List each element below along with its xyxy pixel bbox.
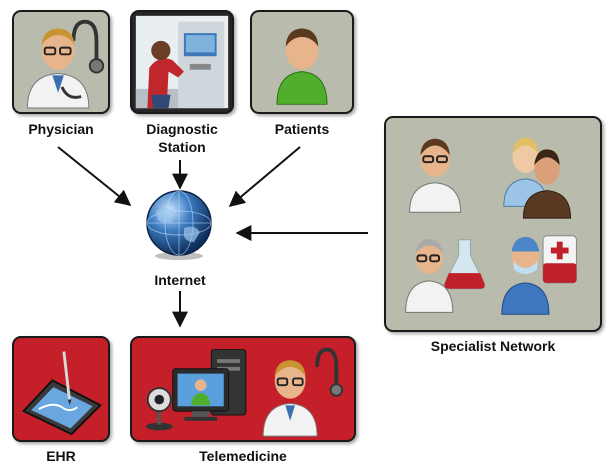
telemedicine-tile xyxy=(130,336,356,442)
arrow-patients-to-internet xyxy=(228,146,301,208)
computer-icon xyxy=(172,349,247,421)
ehr-label: EHR xyxy=(46,448,76,464)
patients-label: Patients xyxy=(274,121,330,137)
tablet-stylus-icon xyxy=(21,351,102,436)
webcam-icon xyxy=(145,387,173,431)
specialists-icon-grid xyxy=(405,137,577,315)
user-group-icon xyxy=(503,137,572,219)
internet-label: Internet xyxy=(154,272,206,288)
doctor-with-stethoscope-icon xyxy=(262,347,344,437)
physician-tile xyxy=(12,10,110,114)
specialist-network-label: Specialist Network xyxy=(430,338,556,354)
physician-label: Physician xyxy=(28,121,94,137)
internet-node xyxy=(142,188,216,262)
telemedicine-label: Telemedicine xyxy=(199,448,287,464)
patients-tile xyxy=(250,10,354,114)
person-at-kiosk-photo xyxy=(135,15,229,109)
ehr-tile xyxy=(12,336,110,442)
specialist-network-tile xyxy=(384,116,602,332)
diagnostic-station-label-line2: Station xyxy=(158,139,206,155)
physician-icon xyxy=(26,19,105,109)
lab-doctor-flask-icon xyxy=(405,238,486,313)
surgeon-blood-bag-icon xyxy=(501,235,577,315)
doctor-icon xyxy=(409,138,462,213)
globe-icon xyxy=(146,190,212,260)
webcam-computer-doctor-icon xyxy=(145,347,344,437)
diagnostic-station-tile xyxy=(130,10,234,114)
arrow-physician-to-internet xyxy=(57,146,132,207)
diagnostic-station-label-line1: Diagnostic xyxy=(146,121,218,137)
patient-user-icon xyxy=(276,28,328,105)
